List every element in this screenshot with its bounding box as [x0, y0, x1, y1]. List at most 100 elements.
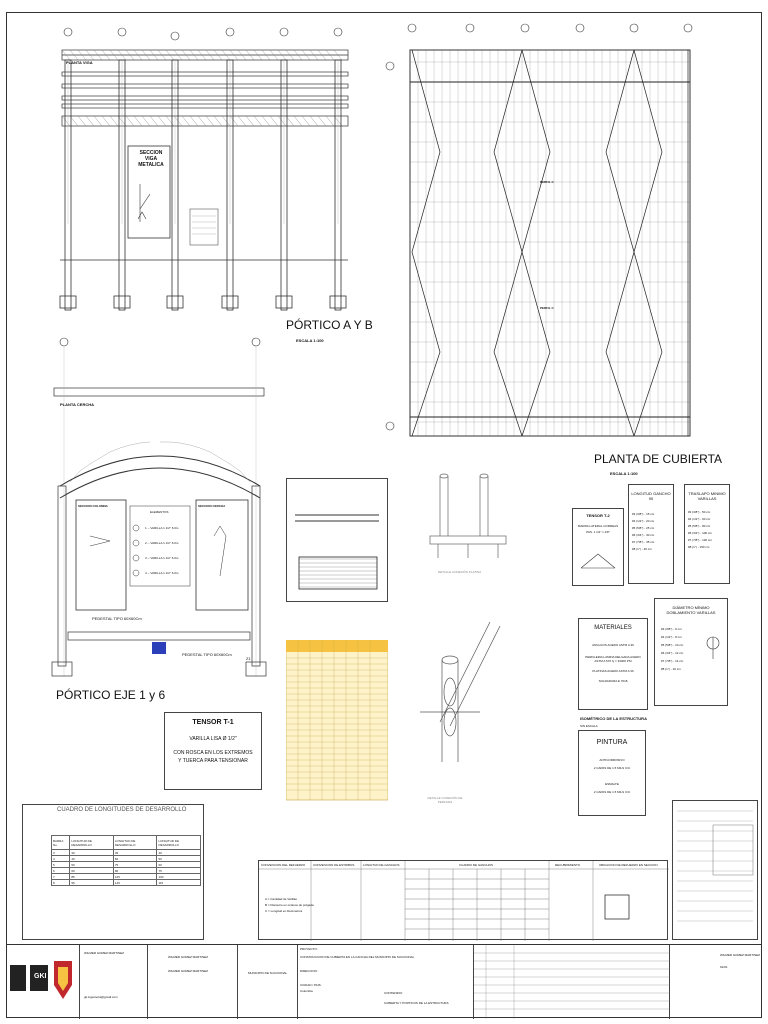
yellow-table	[286, 640, 388, 801]
portico-ab-drawing	[59, 27, 349, 311]
logo-cell: GKI	[6, 945, 80, 1019]
municipio-name: MUNICIPIO DE SUCCIONAL	[248, 971, 288, 975]
calculista-name-2: WILMER GOMEZ MARTINEZ	[168, 969, 208, 973]
cell: 115	[156, 879, 201, 886]
pintura-row: 2 CAPAS DE 1.5 MILS C/U	[593, 790, 631, 794]
project-cell: PROYECTO: CONSTRUCCION DE CUBIERTA EN LA…	[298, 945, 474, 1019]
portico-ab-title: PÓRTICO A Y B	[286, 318, 373, 332]
planta-viga-label: PLANTA VIGA	[66, 60, 93, 65]
cuadro-longitudes-box: CUADRO DE LONGITUDES DE DESARROLLO BARRA…	[22, 804, 204, 940]
header-cell: LONGITUD DE DESARROLLO	[112, 835, 158, 850]
longitud-gancho-title: LONGITUD GANCHO 90	[631, 491, 671, 501]
traslapo-row: #4 (1/2") - 60 cm	[688, 517, 711, 521]
diametro-row: #8 (1") - 16 cm	[661, 667, 681, 671]
gancho-row: #7 (7/8") - 35 cm	[632, 540, 655, 544]
diametro-minimo-title: DIÁMETRO MÍNIMO DOBLAMIENTO VARILLAS	[666, 605, 716, 615]
convencion-col5: RECUBRIMIENTO	[555, 863, 581, 867]
municipio-cell: MUNICIPIO DE SUCCIONAL	[238, 945, 298, 1019]
pedestal-label-2: PEDESTAL TIPO 60X60Cm	[182, 652, 232, 657]
elementos-title: ELEMENTOS	[150, 510, 169, 514]
project-label: PROYECTO:	[300, 947, 318, 951]
email-text: gk.ingenieria@gmail.com	[84, 995, 118, 999]
isometrico-scale: SIN ESCALA	[580, 724, 598, 728]
materiales-title: MATERIALES	[594, 625, 632, 631]
logo-icon	[10, 961, 72, 999]
convencion-col2: CONVENCION DE ESTRIBOS	[313, 863, 355, 867]
elemento-item: 4 -- VARILLA 1 1/2" 6.0m	[145, 571, 179, 575]
diametro-minimo-box: DIÁMETRO MÍNIMO DOBLAMIENTO VARILLAS #3 …	[654, 598, 728, 706]
tensor-t2-title: TENSOR T-2	[586, 513, 610, 518]
traslapo-row: #7 (7/8") - 120 cm	[688, 538, 712, 542]
project-name: CONSTRUCCION DE CUBIERTA EN LA CANCHA DE…	[300, 955, 415, 959]
planta-cubierta-drawing	[385, 23, 693, 437]
contenido-value: CUBIERTA Y PORTICOS DE LA ESTRUCTURA	[384, 1001, 449, 1005]
traslapo-box: TRASLAPO MINIMO VARILLAS #3 (3/8") - 50 …	[684, 484, 730, 584]
gancho-row: #6 (3/4") - 30 cm	[632, 533, 655, 537]
header-cell: LONGITUD DE DESARROLLO	[69, 835, 114, 850]
longitud-gancho-box: LONGITUD GANCHO 90 #3 (3/8") - 15 cm #4 …	[628, 484, 674, 584]
pintura-row: ESMALTE	[605, 782, 619, 786]
elemento-item: 2 -- VARILLA 1 1/2" 6.0m	[145, 541, 179, 545]
detalle-platina-title: DETALLE CONEXIÓN PLATINA	[438, 570, 482, 574]
plancha-value: 01/01	[720, 965, 728, 969]
tensor-t1-line1: VARILLA LISA Ø 1/2"	[189, 736, 237, 742]
designer-cell: WILMER GOMEZ MARTINEZ gk.ingenieria@gmai…	[80, 945, 148, 1019]
convencion-col6: UBICACION DE REFUERZO EN SECCION	[599, 863, 658, 867]
header-cell: LONGITUD DE DESARROLLO	[156, 835, 201, 850]
header-cell: BARRA No.	[50, 835, 71, 850]
blue-marker	[152, 642, 166, 654]
notes-panel	[672, 800, 758, 940]
tensor-t1-line3: Y TUERCA PARA TENSIONAR	[178, 758, 248, 764]
planta-cubierta-scale: ESCALA 1:100	[610, 471, 638, 476]
diametro-row: #6 (3/4") - 12 cm	[661, 651, 684, 655]
diametro-row: #7 (7/8") - 14 cm	[661, 659, 684, 663]
seccion-cercha-title: SECCION CERCHA	[198, 504, 226, 508]
perfil-label-top: PERFIL C	[540, 180, 554, 184]
cuadro-longitudes-table: BARRA No. LONGITUD DE DESARROLLO LONGITU…	[50, 835, 201, 886]
detalle-perfiles-drawing	[420, 621, 501, 762]
drawing-sheet	[6, 12, 762, 1018]
detalle-perfiles-title: DETALLE CONEXIÓN DE PERFILES	[427, 796, 463, 804]
perfil-label-mid: PERFIL C	[540, 306, 554, 310]
planta-cubierta-title: PLANTA DE CUBIERTA	[594, 452, 723, 466]
portico-ab-scale: ESCALA 1:100	[296, 338, 324, 343]
traslapo-title: TRASLAPO MINIMO VARILLAS	[688, 491, 726, 501]
traslapo-row: #5 (5/8") - 80 cm	[688, 524, 711, 528]
diametro-row: #5 (5/8") - 10 cm	[661, 643, 684, 647]
seccion-columna-title: SECCION COLUMNA	[78, 504, 108, 508]
traslapo-row: #6 (3/4") - 100 cm	[688, 531, 712, 535]
planta-cercha-label: PLANTA CERCHA	[60, 402, 94, 407]
pintura-box: PINTURA ANTICORROSIVO 2 CAPAS DE 1.5 MIL…	[578, 730, 646, 816]
traslapo-row: #8 (1") - 150 cm	[688, 545, 710, 549]
diametro-row: #3 (3/8") - 6 cm	[661, 627, 682, 631]
axis-bubbles-top	[63, 27, 343, 41]
legend-line: C = Longitud en Decimetros	[265, 909, 303, 913]
diametro-row: #4 (1/2") - 8 cm	[661, 635, 682, 639]
calculista-name: WILMER GOMEZ MARTINEZ	[168, 955, 208, 959]
tensor-t2-line1: MARRA LATERAL CORREAS	[577, 524, 619, 528]
material-row: SOLDADURA E 7018	[598, 679, 628, 683]
designer-short: WILMER GOMEZ MARTINEZ	[720, 953, 760, 957]
pintura-row: ANTICORROSIVO	[599, 758, 625, 762]
logo-text: GKI	[34, 973, 47, 980]
title-block: GKI WILMER GOMEZ MARTINEZ gk.ingenieria@…	[6, 944, 762, 1019]
tensor-t1-line2: CON ROSCA EN LOS EXTREMOS	[173, 750, 253, 756]
material-row: PLATINAS ACERO ASTM A 36	[592, 669, 634, 673]
gancho-row: #5 (5/8") - 25 cm	[632, 526, 655, 530]
cell: 8	[50, 879, 71, 886]
convencion-table: CONVENCION DEL REFUERZO CONVENCION DE ES…	[258, 860, 669, 941]
seccion-viga-title: SECCION VIGA METALICA	[138, 150, 164, 168]
ciudad-value: Colombia	[300, 989, 313, 993]
convencion-col4: CUADRO DE GANCHOS	[459, 863, 494, 867]
columns	[59, 59, 348, 311]
portico-eje-title: PÓRTICO EJE 1 y 6	[56, 688, 166, 702]
legend-line: A = Cantidad de Varillas	[265, 897, 297, 901]
gancho-row: #3 (3/8") - 15 cm	[632, 512, 655, 516]
sheet-cell: WILMER GOMEZ MARTINEZ 01/01	[670, 945, 762, 1019]
elemento-item: 1 -- VARILLA 1 1/2" 6.0m	[145, 526, 179, 530]
cell: 95	[69, 879, 114, 886]
tensor-t2-line2: PAS. 1 1/2" x 1/8"	[586, 530, 610, 534]
pedestal-label-1: PEDESTAL TIPO 60X60Cm	[92, 616, 142, 621]
material-row: PERFILERIA LAMINA DELGADA ACERO ASTM A 5…	[585, 655, 641, 663]
